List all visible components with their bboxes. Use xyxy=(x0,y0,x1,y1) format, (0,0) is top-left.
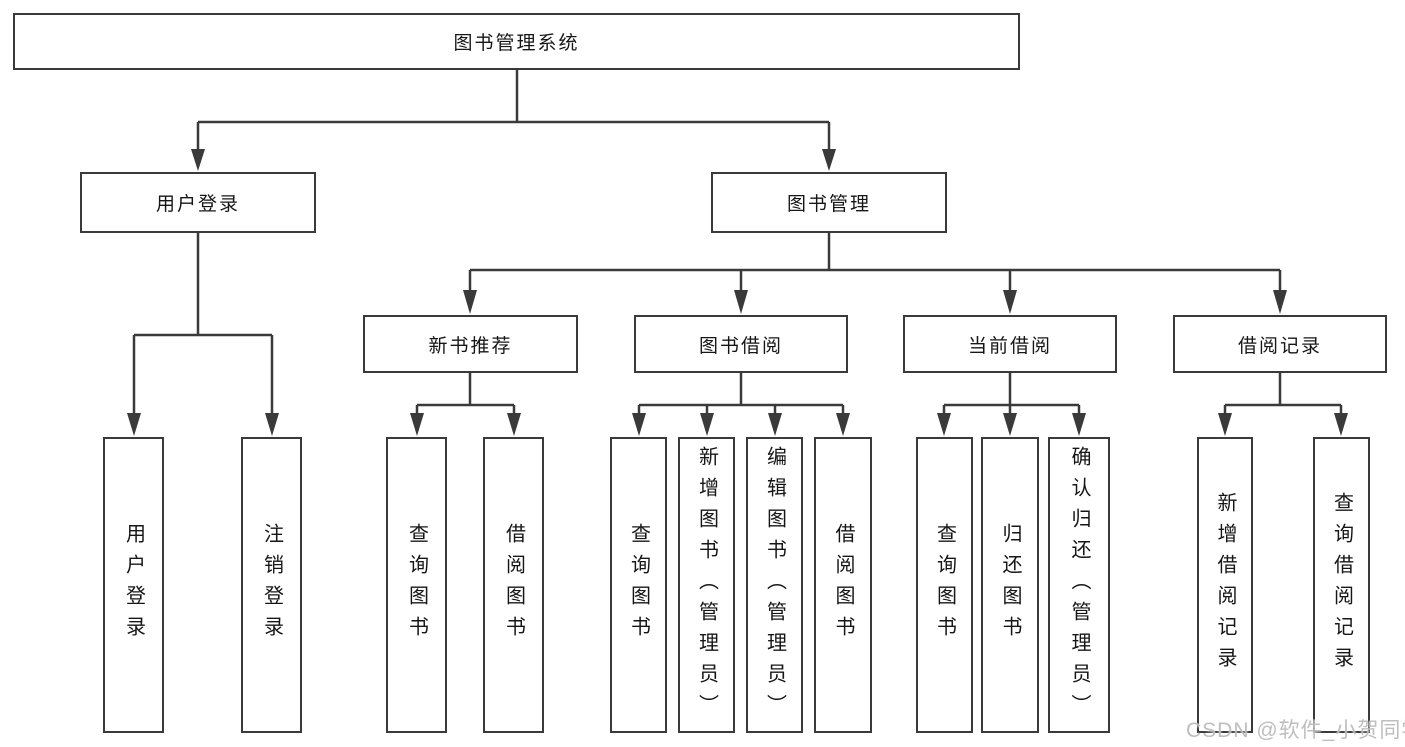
leaf-edit-book-admin-label: 编辑图书（管理员） xyxy=(763,445,786,725)
leaf-query-books-current-label: 查询图书 xyxy=(933,523,956,647)
node-current-borrow: 当前借阅 xyxy=(903,315,1117,373)
leaf-add-book-admin-label: 新增图书（管理员） xyxy=(695,445,718,725)
node-book-management-label: 图书管理 xyxy=(786,194,871,215)
leaf-query-books-current: 查询图书 xyxy=(916,437,973,733)
leaf-query-books-borrow-label: 查询图书 xyxy=(627,523,650,647)
node-new-book-recommend-label: 新书推荐 xyxy=(428,335,513,357)
leaf-borrow-books-recommend: 借阅图书 xyxy=(483,437,544,733)
node-new-book-recommend: 新书推荐 xyxy=(363,315,578,373)
node-root-label: 图书管理系统 xyxy=(453,33,580,54)
node-current-borrow-label: 当前借阅 xyxy=(967,335,1052,357)
leaf-logout: 注销登录 xyxy=(241,437,302,733)
leaf-logout-label: 注销登录 xyxy=(260,523,283,647)
leaf-return-books: 归还图书 xyxy=(981,437,1039,733)
leaf-query-books-borrow: 查询图书 xyxy=(610,437,667,733)
leaf-query-borrow-record: 查询借阅记录 xyxy=(1313,437,1370,733)
leaf-user-login: 用户登录 xyxy=(103,437,164,733)
csdn-watermark: CSDN @软件_小贺同学 xyxy=(1186,719,1405,742)
leaf-borrow-books: 借阅图书 xyxy=(814,437,872,733)
leaf-add-borrow-record-label: 新增借阅记录 xyxy=(1214,492,1236,678)
leaf-return-books-label: 归还图书 xyxy=(999,523,1021,647)
node-user-login: 用户登录 xyxy=(80,172,316,233)
leaf-add-book-admin: 新增图书（管理员） xyxy=(678,437,735,733)
leaf-user-login-label: 用户登录 xyxy=(122,523,145,647)
leaf-confirm-return-admin-label: 确认归还（管理员） xyxy=(1068,445,1090,725)
node-root-system: 图书管理系统 xyxy=(13,13,1020,70)
leaf-edit-book-admin: 编辑图书（管理员） xyxy=(746,437,803,733)
leaf-borrow-books-recommend-label: 借阅图书 xyxy=(502,523,525,647)
node-book-management: 图书管理 xyxy=(711,172,947,233)
node-borrow-records: 借阅记录 xyxy=(1173,315,1387,373)
leaf-add-borrow-record: 新增借阅记录 xyxy=(1197,437,1253,733)
node-book-borrow-label: 图书借阅 xyxy=(698,335,783,357)
node-borrow-records-label: 借阅记录 xyxy=(1237,335,1322,357)
leaf-query-books-recommend-label: 查询图书 xyxy=(405,523,428,647)
leaf-borrow-books-label: 借阅图书 xyxy=(832,523,854,647)
leaf-query-borrow-record-label: 查询借阅记录 xyxy=(1330,492,1353,678)
node-book-borrow: 图书借阅 xyxy=(634,315,848,373)
leaf-query-books-recommend: 查询图书 xyxy=(386,437,447,733)
node-user-login-label: 用户登录 xyxy=(155,194,240,215)
leaf-confirm-return-admin: 确认归还（管理员） xyxy=(1048,437,1110,733)
